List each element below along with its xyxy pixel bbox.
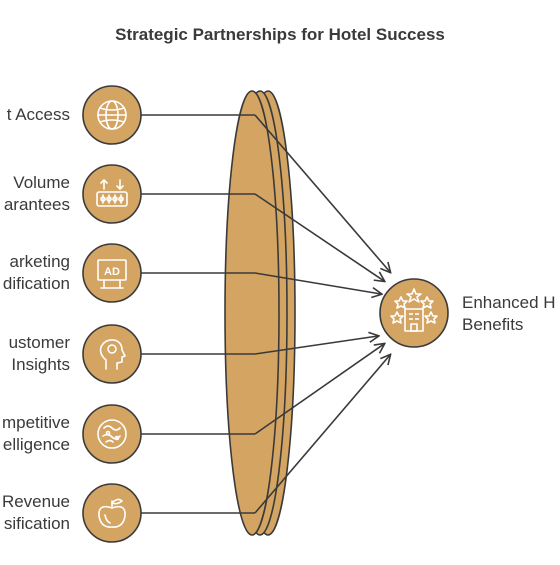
input-label-line2: elligence <box>2 435 70 454</box>
page-title: Strategic Partnerships for Hotel Success <box>115 25 445 44</box>
input-label-line1: mpetitive <box>1 413 70 432</box>
input-label-line1: arketing <box>9 252 70 271</box>
globe-icon <box>97 100 127 130</box>
ad-text: AD <box>104 266 120 278</box>
input-label-line1: Revenue <box>1 492 70 511</box>
input-node <box>82 85 142 145</box>
input-label-line2: arantees <box>3 195 70 214</box>
result-label: Enhanced H Benefits <box>462 292 560 336</box>
input-label-line1: t Access <box>6 105 70 124</box>
input-node <box>82 404 142 464</box>
input-node <box>82 483 142 543</box>
input-label-line1: Volume <box>13 173 70 192</box>
slider-controls-icon <box>96 179 128 207</box>
connector-arrow <box>254 336 378 355</box>
input-label: Revenue sification <box>0 491 70 535</box>
input-label: mpetitive elligence <box>0 412 70 456</box>
input-label-line2: sification <box>3 514 70 533</box>
hotel-stars-icon <box>390 288 438 332</box>
input-label: t Access <box>0 104 70 126</box>
connector-arrow <box>254 193 384 281</box>
puzzle-brain-icon <box>97 419 127 449</box>
connector-arrow <box>254 344 384 435</box>
fruit-icon <box>98 498 126 528</box>
result-label-line1: Enhanced H <box>462 293 556 312</box>
connector-arrow <box>254 114 390 272</box>
result-label-line2: Benefits <box>462 315 524 334</box>
input-label: Volume arantees <box>0 172 70 216</box>
connector-lines <box>141 114 390 514</box>
connector-arrow <box>254 355 390 514</box>
lens-shape <box>224 90 296 536</box>
input-node: AD <box>82 243 142 303</box>
input-label-line1: ustomer <box>8 333 70 352</box>
connector-arrow <box>254 272 381 294</box>
result-node <box>379 278 449 348</box>
input-node <box>82 324 142 384</box>
billboard-ad-icon: AD <box>97 259 127 289</box>
head-profile-icon <box>99 339 126 370</box>
input-label-line2: Insights <box>11 355 70 374</box>
input-label: arketing dification <box>0 251 70 295</box>
input-label-line2: dification <box>2 274 70 293</box>
input-node <box>82 164 142 224</box>
input-nodes: AD <box>82 85 142 543</box>
